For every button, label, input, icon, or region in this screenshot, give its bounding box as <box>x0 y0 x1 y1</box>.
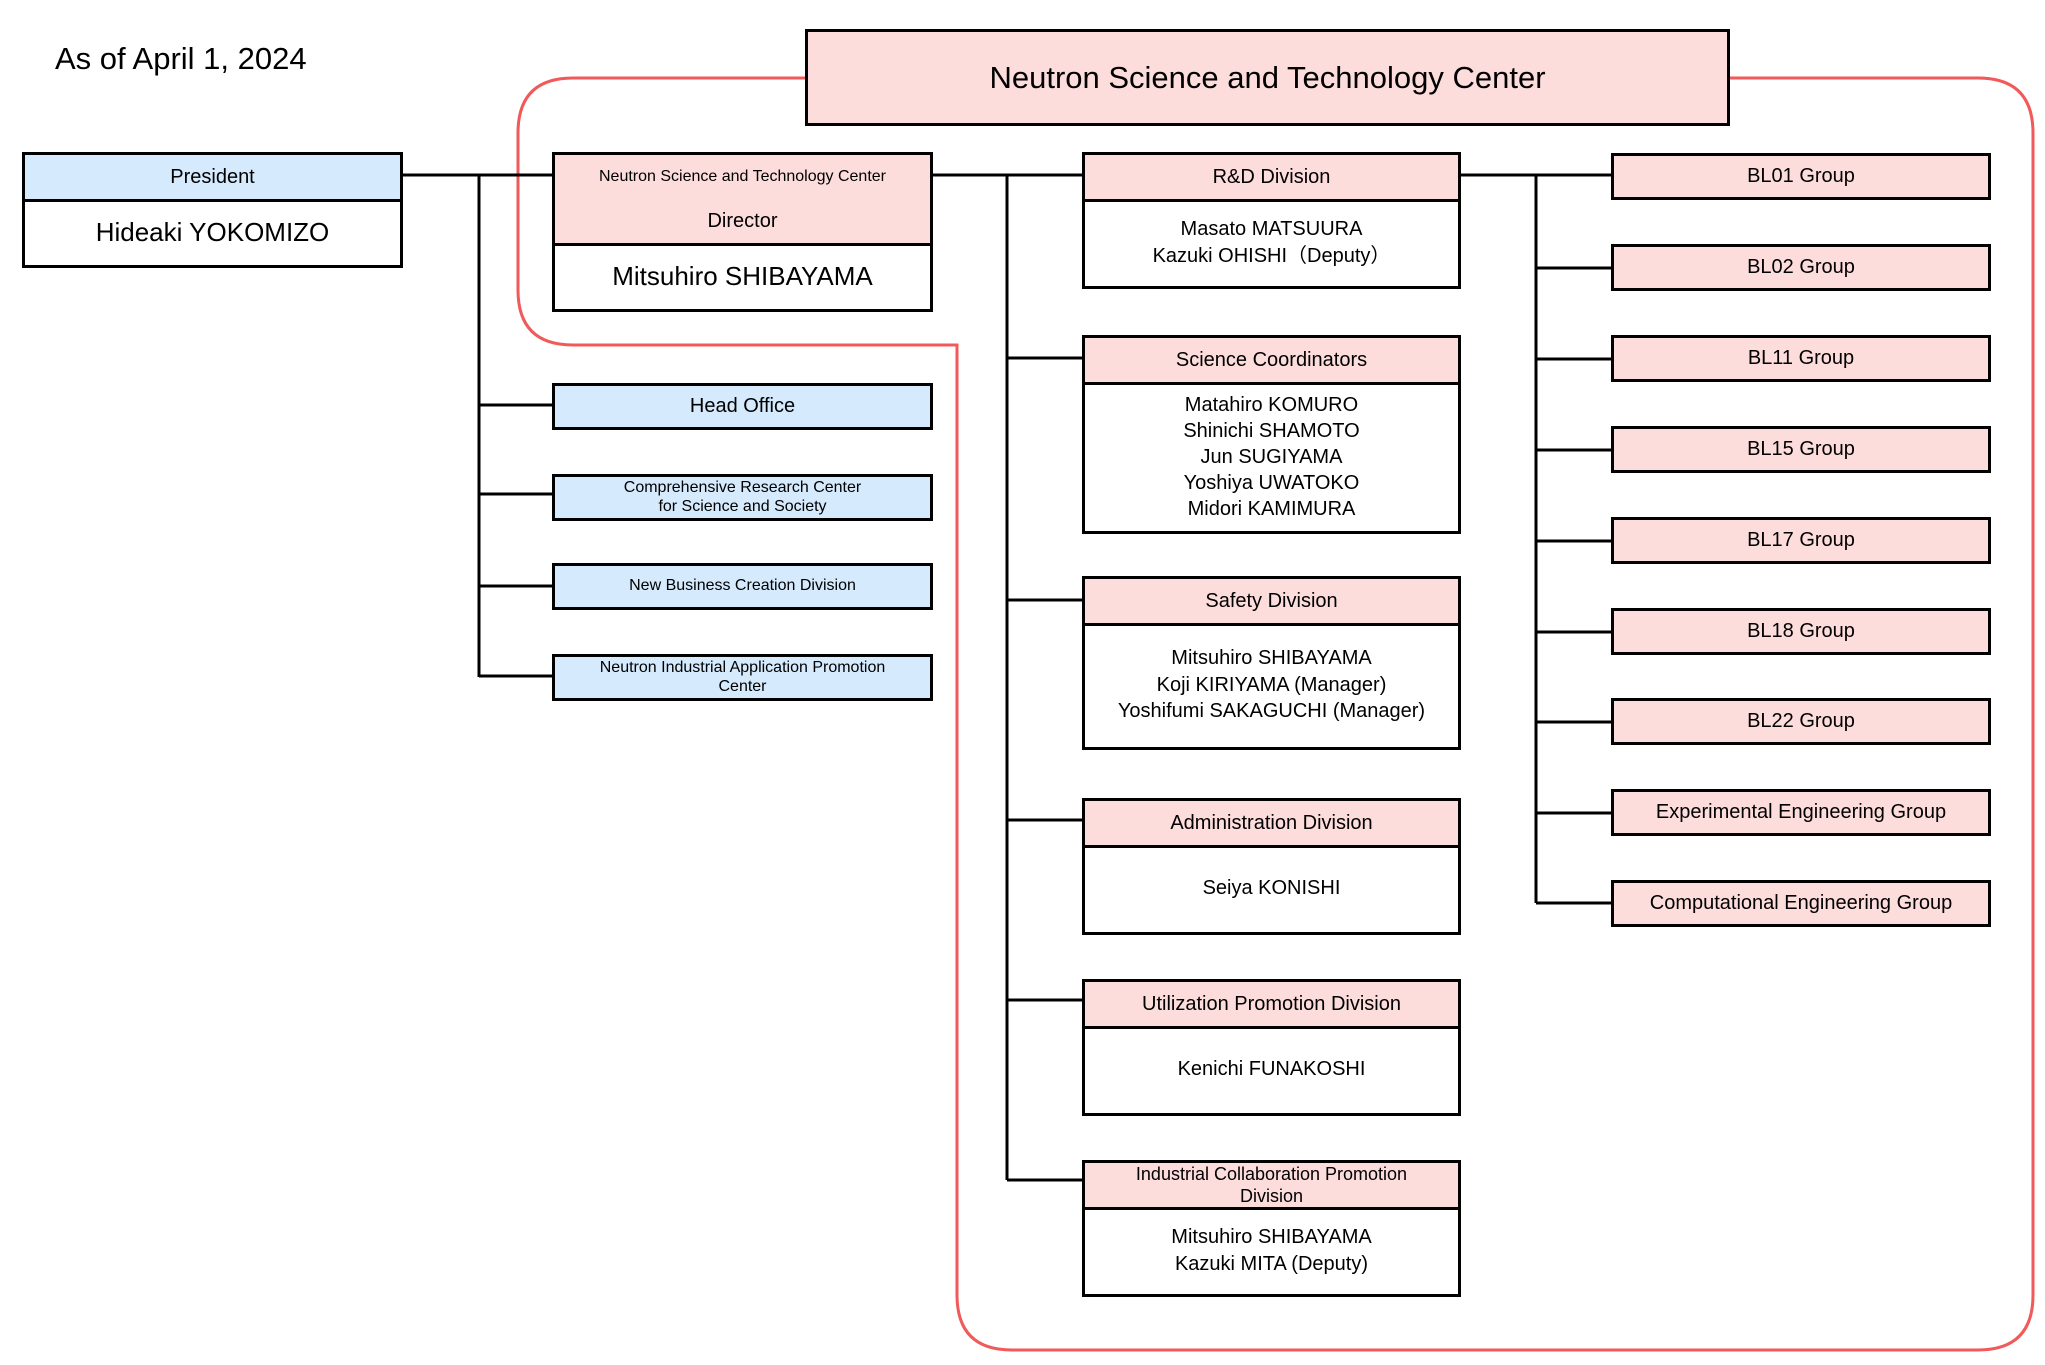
science-coordinators-names: Matahiro KOMURO Shinichi SHAMOTO Jun SUG… <box>1085 382 1458 531</box>
director-label: Director <box>555 199 930 246</box>
president-box: President Hideaki YOKOMIZO <box>22 152 403 268</box>
new-business-label: New Business Creation Division <box>629 577 856 595</box>
rd-division-name: Masato MATSUURA <box>1180 218 1363 241</box>
science-coordinator-name: Midori KAMIMURA <box>1187 497 1356 520</box>
head-office-box: Head Office <box>552 383 933 430</box>
safety-division-name: Mitsuhiro SHIBAYAMA <box>1171 647 1372 670</box>
group-box-bl11: BL11 Group <box>1611 335 1991 382</box>
director-org: Neutron Science and Technology Center <box>555 155 930 202</box>
administration-division-box: Administration Division Seiya KONISHI <box>1082 798 1461 935</box>
center-boundary <box>516 76 2035 1352</box>
group-box-bl17: BL17 Group <box>1611 517 1991 564</box>
center-title: Neutron Science and Technology Center <box>805 29 1730 126</box>
science-coordinators-box: Science Coordinators Matahiro KOMURO Shi… <box>1082 335 1461 534</box>
head-office-label: Head Office <box>689 395 796 417</box>
industrial-division-title-line2: Division <box>1239 1186 1304 1206</box>
crc-box: Comprehensive Research Center for Scienc… <box>552 474 933 521</box>
group-box-experimental-engineering: Experimental Engineering Group <box>1611 789 1991 836</box>
industrial-division-title-line1: Industrial Collaboration Promotion <box>1135 1163 1408 1184</box>
industrial-division-title: Industrial Collaboration Promotion Divis… <box>1085 1163 1458 1210</box>
group-box-bl01: BL01 Group <box>1611 153 1991 200</box>
rd-division-box: R&D Division Masato MATSUURA Kazuki OHIS… <box>1082 152 1461 289</box>
safety-division-box: Safety Division Mitsuhiro SHIBAYAMA Koji… <box>1082 576 1461 750</box>
rd-division-title: R&D Division <box>1085 155 1458 202</box>
crc-label-line2: for Science and Society <box>658 497 827 515</box>
science-coordinator-name: Yoshiya UWATOKO <box>1183 471 1360 494</box>
administration-division-names: Seiya KONISHI <box>1085 845 1458 932</box>
science-coordinator-name: Jun SUGIYAMA <box>1200 445 1343 468</box>
crc-label-line1: Comprehensive Research Center <box>623 479 862 497</box>
niapc-label-line2: Center <box>718 677 767 695</box>
group-box-bl22: BL22 Group <box>1611 698 1991 745</box>
utilization-division-title: Utilization Promotion Division <box>1085 982 1458 1029</box>
industrial-division-name: Mitsuhiro SHIBAYAMA <box>1171 1226 1372 1249</box>
industrial-division-names: Mitsuhiro SHIBAYAMA Kazuki MITA (Deputy) <box>1085 1207 1458 1294</box>
president-name: Hideaki YOKOMIZO <box>95 216 330 247</box>
director-box: Neutron Science and Technology Center Di… <box>552 152 933 312</box>
utilization-division-box: Utilization Promotion Division Kenichi F… <box>1082 979 1461 1116</box>
science-coordinator-name: Matahiro KOMURO <box>1184 393 1359 416</box>
administration-division-title: Administration Division <box>1085 801 1458 848</box>
utilization-division-names: Kenichi FUNAKOSHI <box>1085 1026 1458 1113</box>
director-name: Mitsuhiro SHIBAYAMA <box>612 260 873 291</box>
rd-division-name: Kazuki OHISHI（Deputy） <box>1152 244 1391 267</box>
group-box-bl18: BL18 Group <box>1611 608 1991 655</box>
industrial-division-box: Industrial Collaboration Promotion Divis… <box>1082 1160 1461 1297</box>
safety-division-title: Safety Division <box>1085 579 1458 626</box>
administration-division-name: Seiya KONISHI <box>1202 877 1341 900</box>
science-coordinators-title: Science Coordinators <box>1085 338 1458 385</box>
group-box-computational-engineering: Computational Engineering Group <box>1611 880 1991 927</box>
science-coordinator-name: Shinichi SHAMOTO <box>1183 419 1360 442</box>
new-business-box: New Business Creation Division <box>552 563 933 610</box>
group-box-bl02: BL02 Group <box>1611 244 1991 291</box>
niapc-label-line1: Neutron Industrial Application Promotion <box>599 659 886 677</box>
president-label: President <box>25 155 400 202</box>
as-of-date: As of April 1, 2024 <box>55 41 307 76</box>
safety-division-name: Yoshifumi SAKAGUCHI (Manager) <box>1117 700 1426 723</box>
group-box-bl15: BL15 Group <box>1611 426 1991 473</box>
utilization-division-name: Kenichi FUNAKOSHI <box>1177 1058 1366 1081</box>
safety-division-names: Mitsuhiro SHIBAYAMA Koji KIRIYAMA (Manag… <box>1085 623 1458 747</box>
niapc-box: Neutron Industrial Application Promotion… <box>552 654 933 701</box>
safety-division-name: Koji KIRIYAMA (Manager) <box>1156 673 1387 696</box>
rd-division-names: Masato MATSUURA Kazuki OHISHI（Deputy） <box>1085 199 1458 286</box>
industrial-division-name: Kazuki MITA (Deputy) <box>1174 1252 1368 1275</box>
